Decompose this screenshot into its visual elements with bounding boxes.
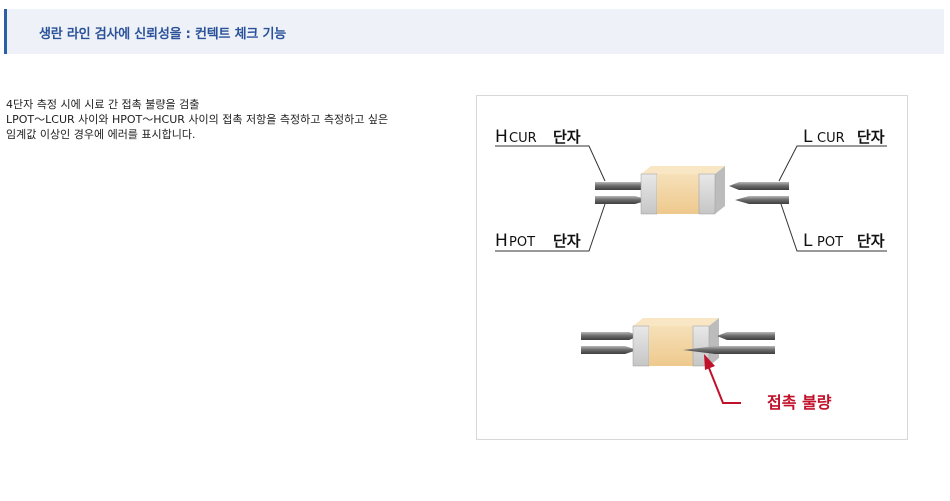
- probe-right-bottom: [683, 346, 775, 354]
- error-leader: [708, 367, 741, 404]
- probe-hpot: [595, 196, 649, 204]
- error-arrowhead: [704, 354, 715, 370]
- label-hcur-suffix: 단자: [553, 128, 581, 146]
- chip-lower-electrode-left: [632, 325, 650, 367]
- chip-lower-top: [633, 318, 719, 326]
- section-title: 생란 라인 검사에 신뢰성을 : 컨텍트 체크 기능: [39, 27, 286, 42]
- chip-top: [641, 166, 725, 174]
- label-hpot: H POT 단자: [495, 203, 606, 252]
- description-line-2: LPOT～LCUR 사이와 HPOT～HCUR 사이의 접촉 저항을 측정하고 …: [6, 113, 389, 126]
- label-lpot-letter: L: [803, 231, 813, 251]
- contact-check-figure: H CUR 단자 L CUR 단자: [476, 95, 908, 440]
- label-lcur-sub: CUR: [817, 131, 845, 146]
- error-label: 접촉 불량: [767, 393, 832, 412]
- label-hpot-suffix: 단자: [553, 232, 581, 250]
- label-lcur-letter: L: [803, 127, 813, 147]
- chip-lower: [632, 318, 719, 367]
- probe-hcur: [595, 182, 655, 190]
- leader-hcur: [495, 145, 606, 182]
- leader-lpot: [780, 203, 887, 252]
- label-lpot-suffix: 단자: [857, 232, 885, 250]
- label-lcur-suffix: 단자: [857, 128, 885, 146]
- label-hcur-letter: H: [495, 127, 508, 147]
- label-lpot: L POT 단자: [780, 203, 887, 252]
- leader-lcur: [778, 145, 887, 182]
- probe-left-bottom: [581, 346, 637, 354]
- section-header: 생란 라인 검사에 신뢰성을 : 컨텍트 체크 기능: [4, 9, 944, 54]
- description: 4단자 측정 시에 시료 간 접촉 불량을 검출 LPOT～LCUR 사이와 H…: [6, 97, 388, 142]
- chip-electrode-left: [640, 173, 658, 215]
- label-lcur: L CUR 단자: [778, 127, 887, 182]
- lower-diagram: 접촉 불량: [581, 318, 832, 412]
- chip-lower-body: [649, 326, 693, 366]
- chip-body: [657, 174, 699, 214]
- label-hcur: H CUR 단자: [495, 127, 606, 182]
- label-hcur-sub: CUR: [509, 131, 537, 146]
- description-line-1: 4단자 측정 시에 시료 간 접촉 불량을 검출: [6, 98, 200, 111]
- chip-side: [715, 166, 725, 214]
- probe-lpot: [735, 196, 789, 204]
- upper-diagram: H CUR 단자 L CUR 단자: [495, 127, 887, 252]
- contact-check-diagram: H CUR 단자 L CUR 단자: [495, 127, 887, 412]
- probe-right-top: [717, 332, 775, 340]
- label-hpot-sub: POT: [509, 235, 535, 250]
- leader-hpot: [495, 203, 606, 252]
- chip-electrode-right: [698, 173, 716, 215]
- label-hpot-letter: H: [495, 231, 508, 251]
- description-line-3: 임계값 이상인 경우에 에러를 표시합니다.: [6, 128, 196, 141]
- chip-upper: [640, 166, 725, 215]
- probe-left-top: [581, 332, 639, 340]
- label-lpot-sub: POT: [817, 235, 843, 250]
- probe-lcur: [729, 182, 789, 190]
- chip-lower-side: [709, 318, 719, 366]
